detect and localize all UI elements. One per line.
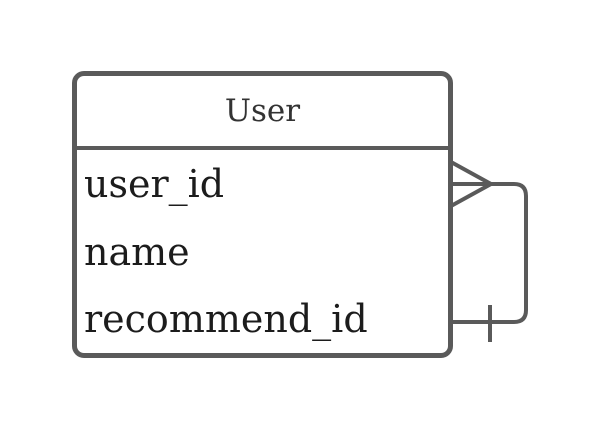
relationship-line (451, 182, 528, 324)
attribute-name: name (84, 229, 190, 274)
entity-user: User user_id name recommend_id (72, 71, 453, 358)
entity-title: User (77, 76, 448, 150)
entity-attribute-list: user_id name recommend_id (77, 150, 448, 353)
attribute-recommend-id: recommend_id (84, 297, 368, 342)
attribute-user-id: user_id (84, 161, 225, 206)
crow-foot-many-icon (450, 160, 492, 208)
